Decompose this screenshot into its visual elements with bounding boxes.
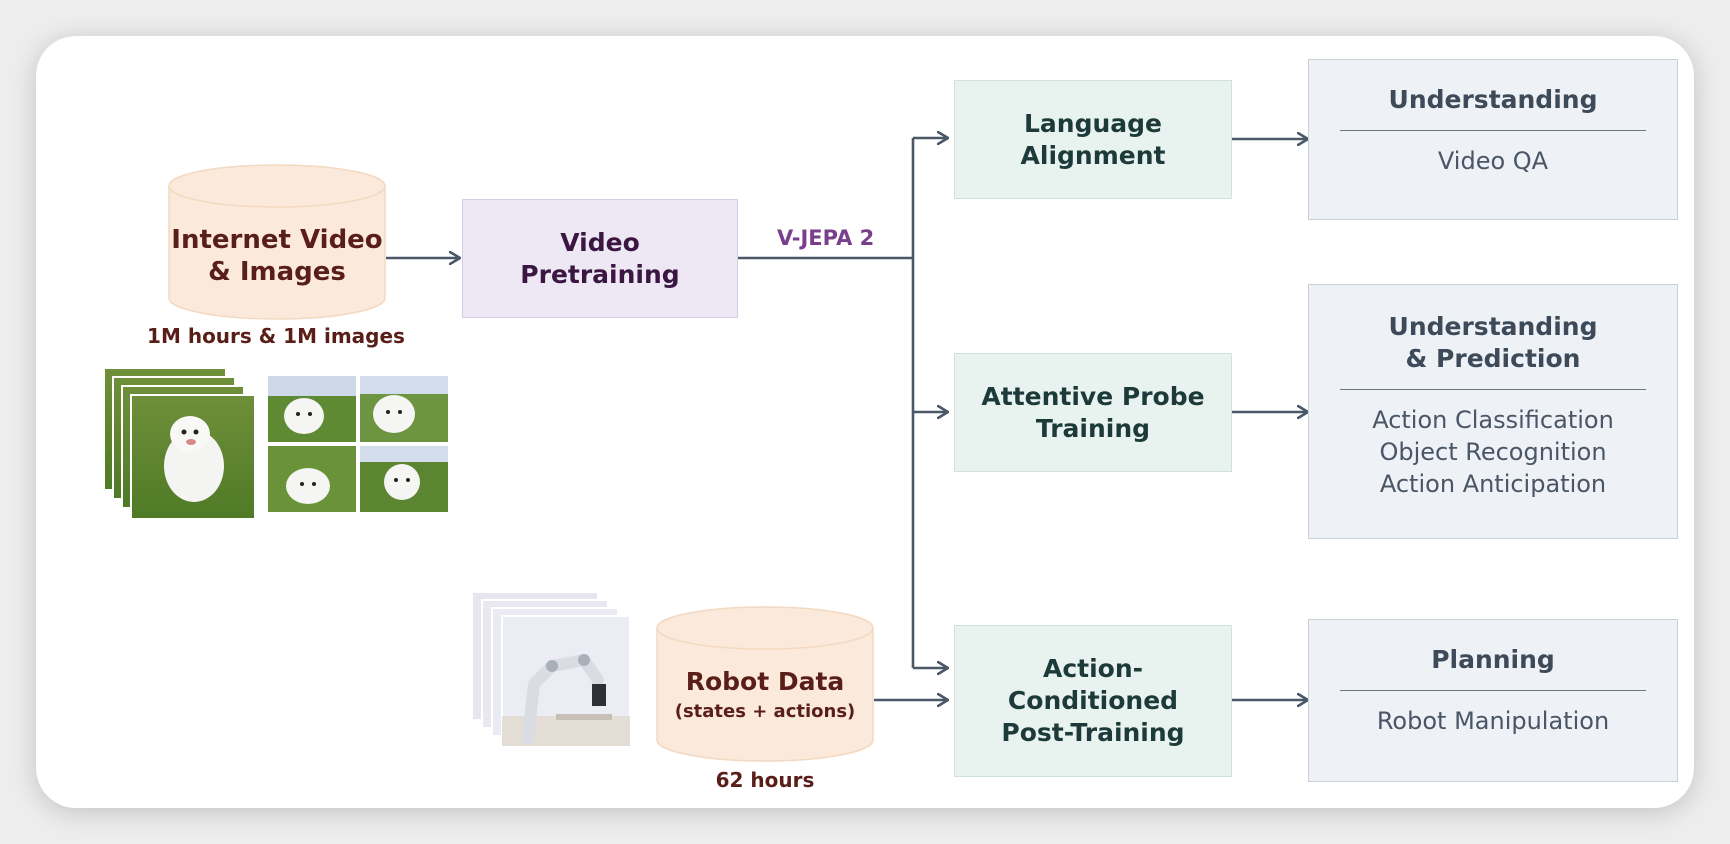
outcome-3-title: Planning xyxy=(1431,645,1555,674)
outcome-2-divider xyxy=(1340,389,1646,390)
stage-3-line1: Action- xyxy=(1042,654,1144,683)
outcome-2-title: Understanding & Prediction xyxy=(1388,312,1598,373)
robot-arm-frames-image xyxy=(471,591,631,747)
outcome-3-body: Robot Manipulation xyxy=(1376,707,1610,735)
robot-caption: 62 hours xyxy=(715,768,815,792)
language-alignment-box: Language Alignment xyxy=(954,80,1232,199)
stage-2-line2: Training xyxy=(1035,413,1151,443)
pretraining-line2: Pretraining xyxy=(520,259,680,289)
robot-subtitle: (states + actions) xyxy=(674,701,856,722)
stage-3-line3: Post-Training xyxy=(1001,718,1185,747)
video-pretraining-box: Video Pretraining xyxy=(462,199,738,318)
attentive-probe-box: Attentive Probe Training xyxy=(954,353,1232,472)
internet-video-database: Internet Video & Images xyxy=(168,164,386,320)
source-title-line2: & Images xyxy=(208,257,346,287)
dog-image-grid xyxy=(268,376,448,512)
database-cylinder-icon xyxy=(168,164,386,320)
stage-1-line1: Language xyxy=(1023,108,1162,138)
robot-title: Robot Data xyxy=(685,667,845,696)
model-label: V-JEPA 2 xyxy=(777,226,875,250)
robot-data-database: Robot Data (states + actions) xyxy=(656,606,874,762)
dog-video-frames-image xyxy=(103,367,256,520)
source-caption: 1M hours & 1M images xyxy=(147,324,405,348)
outcome-understanding-box: Understanding Video QA xyxy=(1308,59,1678,220)
outcome-1-divider xyxy=(1340,130,1646,131)
database-cylinder-icon xyxy=(656,606,874,762)
outcome-2-body: Action Classification Object Recognition… xyxy=(1372,406,1614,498)
stage-1-line2: Alignment xyxy=(1020,140,1166,170)
outcome-3-divider xyxy=(1340,690,1646,691)
stage-3-line2: Conditioned xyxy=(1007,686,1179,715)
source-title-line1: Internet Video xyxy=(171,225,383,255)
outcome-1-title: Understanding xyxy=(1388,85,1598,114)
outcome-1-body: Video QA xyxy=(1437,147,1549,175)
stage-2-line1: Attentive Probe xyxy=(981,381,1205,411)
action-conditioned-box: Action- Conditioned Post-Training xyxy=(954,625,1232,777)
outcome-prediction-box: Understanding & Prediction Action Classi… xyxy=(1308,284,1678,539)
pretraining-line1: Video xyxy=(560,227,640,257)
outcome-planning-box: Planning Robot Manipulation xyxy=(1308,619,1678,782)
